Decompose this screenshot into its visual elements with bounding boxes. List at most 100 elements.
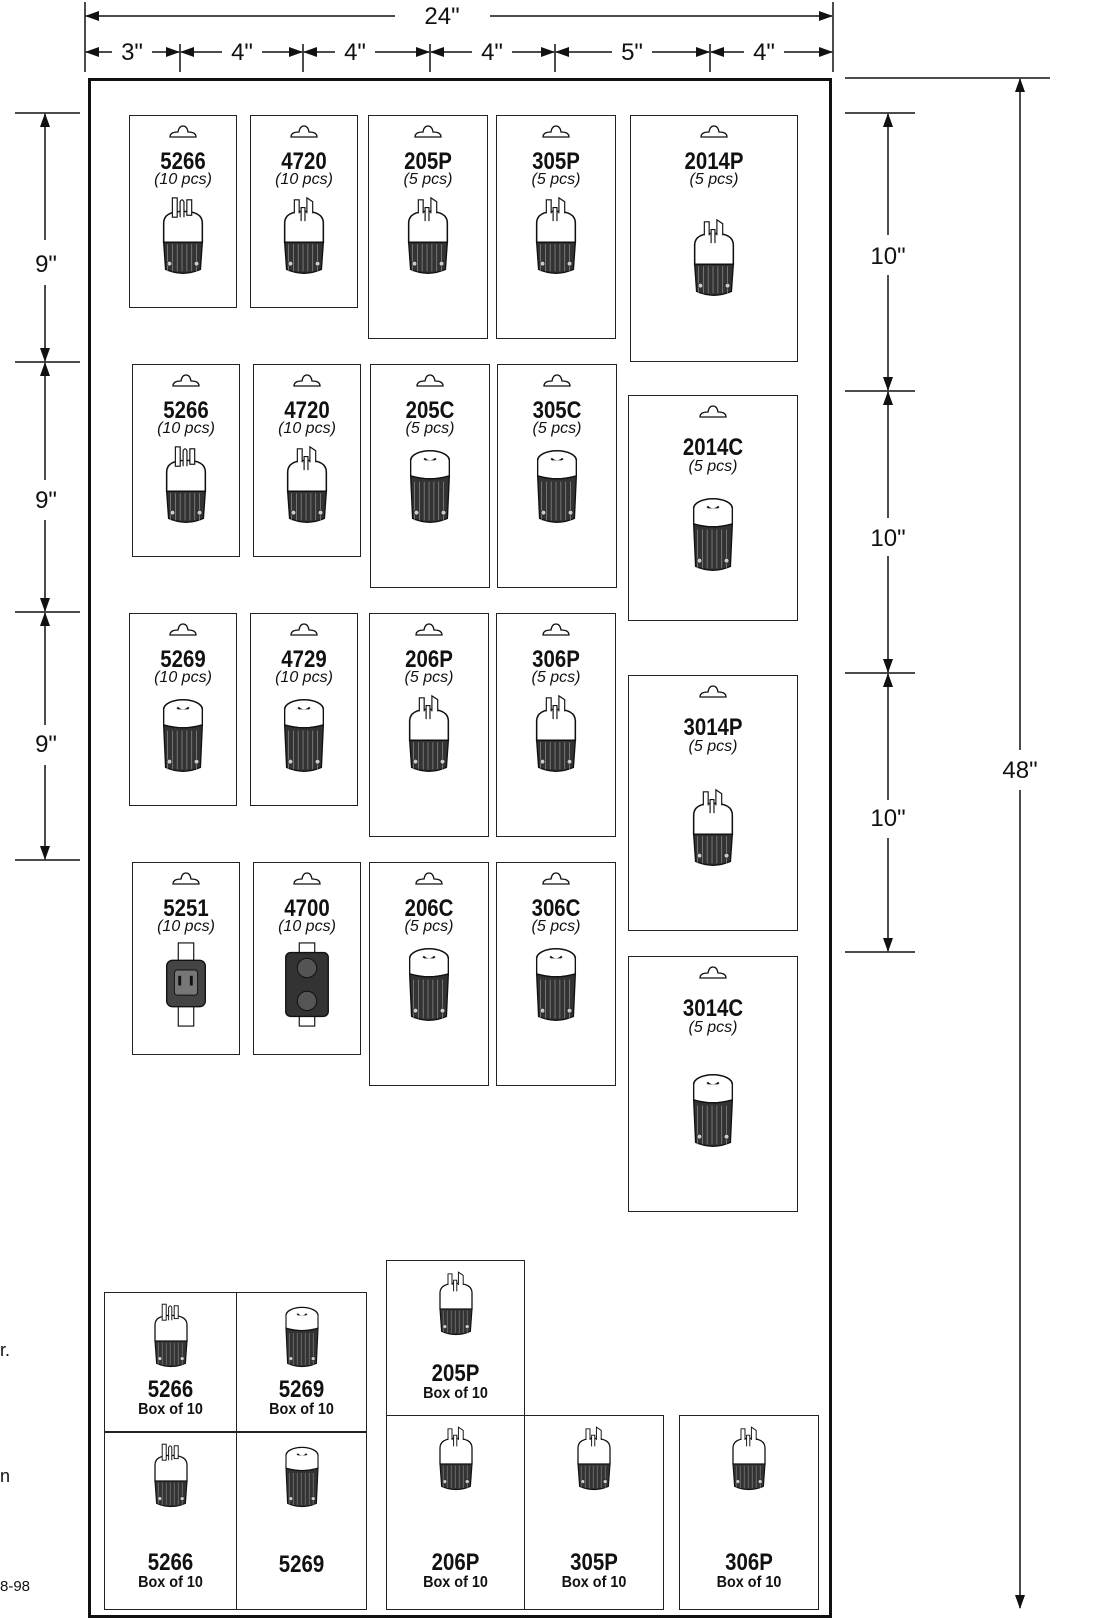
product-card: 5266(10 pcs) bbox=[129, 115, 237, 308]
edge-text-1: r. bbox=[0, 1340, 11, 1360]
hang-hole-icon bbox=[289, 622, 319, 638]
dim-left-row-3: 9" bbox=[35, 731, 57, 758]
product-box: 5269 bbox=[236, 1432, 367, 1610]
pack-quantity: (10 pcs) bbox=[154, 669, 212, 686]
product-code: 2014C bbox=[682, 434, 744, 461]
product-card: 206P(5 pcs) bbox=[369, 613, 489, 837]
pack-quantity: (5 pcs) bbox=[403, 171, 453, 188]
hang-hole-icon bbox=[542, 373, 572, 389]
hang-hole-icon bbox=[171, 871, 201, 887]
pack-quantity: (10 pcs) bbox=[154, 171, 212, 188]
dim-total-width: 24" bbox=[424, 3, 459, 30]
hang-hole-icon bbox=[414, 622, 444, 638]
hang-hole-icon bbox=[541, 622, 571, 638]
dim-col-2: 4" bbox=[231, 39, 253, 66]
box-quantity: Box of 10 bbox=[423, 1574, 488, 1591]
box-quantity: Box of 10 bbox=[716, 1574, 782, 1591]
pack-quantity: (10 pcs) bbox=[275, 669, 333, 686]
connector-icon bbox=[275, 692, 333, 784]
box-product-code: 5269 bbox=[278, 1376, 325, 1403]
hang-hole-icon bbox=[541, 871, 571, 887]
hang-hole-icon bbox=[168, 622, 198, 638]
connector-icon bbox=[684, 491, 742, 583]
pack-quantity: (10 pcs) bbox=[157, 420, 215, 437]
product-code: 206P bbox=[405, 646, 453, 673]
product-card: 306C(5 pcs) bbox=[496, 862, 616, 1086]
pack-quantity: (5 pcs) bbox=[688, 738, 738, 755]
dim-col-1: 3" bbox=[121, 39, 143, 66]
pack-quantity: (10 pcs) bbox=[157, 918, 215, 935]
pack-quantity: (5 pcs) bbox=[689, 171, 739, 188]
product-card: 4729(10 pcs) bbox=[250, 613, 358, 806]
product-code: 206C bbox=[404, 895, 454, 922]
connector-icon bbox=[527, 941, 585, 1033]
plug-icon bbox=[154, 194, 212, 286]
connector-icon bbox=[278, 1301, 326, 1378]
locking-plug-icon bbox=[725, 1424, 773, 1501]
duplex-receptacle-icon bbox=[278, 941, 336, 1033]
hang-hole-icon bbox=[292, 871, 322, 887]
locking-plug-icon bbox=[275, 194, 333, 286]
pack-quantity: (5 pcs) bbox=[531, 918, 581, 935]
product-code: 205P bbox=[404, 148, 452, 175]
plug-icon bbox=[157, 443, 215, 535]
product-code: 306C bbox=[531, 895, 581, 922]
locking-plug-icon bbox=[432, 1269, 480, 1346]
product-card: 305P(5 pcs) bbox=[496, 115, 616, 339]
box-quantity: Box of 10 bbox=[138, 1401, 203, 1418]
connector-icon bbox=[401, 443, 459, 535]
plug-icon bbox=[147, 1441, 195, 1518]
hang-hole-icon bbox=[171, 373, 201, 389]
connector-icon bbox=[528, 443, 586, 535]
hang-hole-icon bbox=[415, 373, 445, 389]
dim-right-row-1: 10" bbox=[870, 243, 905, 270]
dim-col-4: 4" bbox=[481, 39, 503, 66]
locking-plug-icon bbox=[570, 1424, 618, 1501]
pack-quantity: (10 pcs) bbox=[278, 420, 336, 437]
product-card: 2014P(5 pcs) bbox=[630, 115, 798, 362]
product-card: 3014P(5 pcs) bbox=[628, 675, 798, 931]
product-code: 4700 bbox=[284, 895, 330, 922]
hang-hole-icon bbox=[168, 124, 198, 140]
connector-icon bbox=[684, 1067, 742, 1159]
box-quantity: Box of 10 bbox=[561, 1574, 627, 1591]
locking-plug-icon bbox=[684, 786, 742, 878]
product-card: 206C(5 pcs) bbox=[369, 862, 489, 1086]
product-card: 5266(10 pcs) bbox=[132, 364, 240, 557]
box-product-code: 305P bbox=[570, 1549, 618, 1576]
product-card: 4720(10 pcs) bbox=[250, 115, 358, 308]
pack-quantity: (5 pcs) bbox=[532, 420, 582, 437]
dim-col-6: 4" bbox=[753, 39, 775, 66]
connector-icon bbox=[154, 692, 212, 784]
box-product-code: 5266 bbox=[147, 1376, 194, 1403]
product-card: 306P(5 pcs) bbox=[496, 613, 616, 837]
product-card: 3014C(5 pcs) bbox=[628, 956, 798, 1212]
pack-quantity: (5 pcs) bbox=[531, 669, 581, 686]
product-code: 5251 bbox=[163, 895, 209, 922]
locking-plug-icon bbox=[432, 1424, 480, 1501]
product-code: 5266 bbox=[160, 148, 206, 175]
connector-icon bbox=[278, 1441, 326, 1518]
pack-quantity: (5 pcs) bbox=[404, 918, 454, 935]
box-product-code: 205P bbox=[431, 1360, 480, 1387]
hang-hole-icon bbox=[541, 124, 571, 140]
locking-plug-icon bbox=[685, 216, 743, 308]
hang-hole-icon bbox=[699, 124, 729, 140]
dim-total-height: 48" bbox=[1002, 757, 1037, 784]
hang-hole-icon bbox=[413, 124, 443, 140]
product-card: 205C(5 pcs) bbox=[370, 364, 490, 588]
product-code: 3014P bbox=[683, 714, 743, 741]
dim-left-row-1: 9" bbox=[35, 251, 57, 278]
edge-text-2: n bbox=[0, 1466, 11, 1486]
dim-col-3: 4" bbox=[344, 39, 366, 66]
pack-quantity: (5 pcs) bbox=[688, 458, 738, 475]
product-code: 4720 bbox=[284, 397, 330, 424]
product-code: 305C bbox=[532, 397, 582, 424]
edge-text-3: 8-98 bbox=[0, 1578, 31, 1595]
connector-icon bbox=[400, 941, 458, 1033]
hang-hole-icon bbox=[698, 965, 728, 981]
